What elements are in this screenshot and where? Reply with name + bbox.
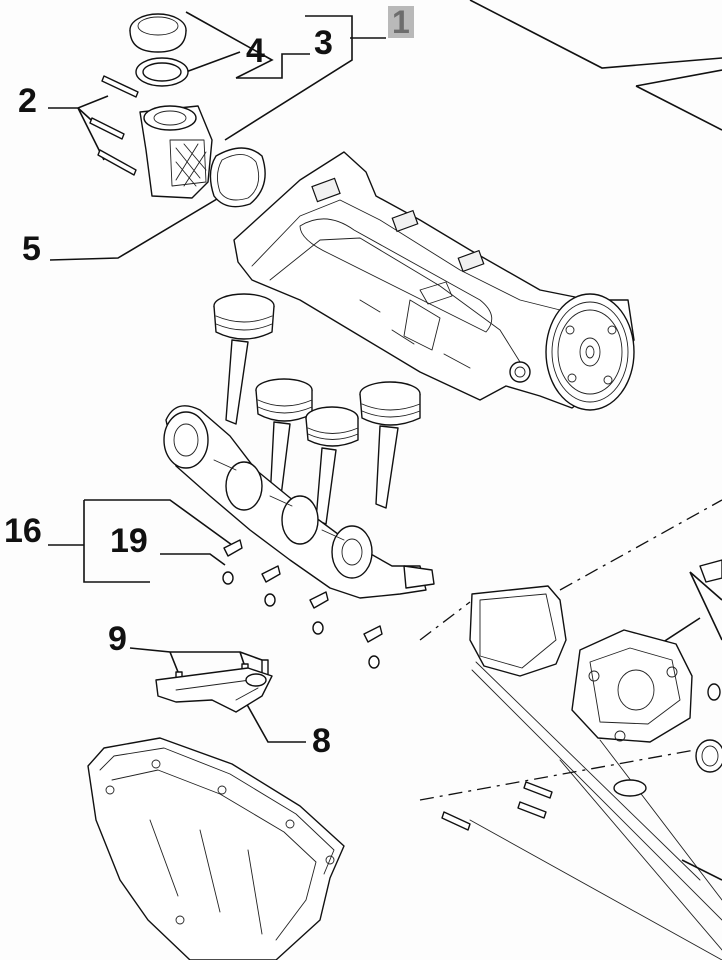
oil-jets-19 bbox=[222, 539, 383, 669]
piston-1 bbox=[213, 293, 275, 425]
bolts-lower-right bbox=[441, 781, 553, 831]
callout-16: 16 bbox=[4, 512, 42, 550]
callout-9: 9 bbox=[108, 620, 127, 658]
piston-3 bbox=[305, 406, 359, 525]
callout-8: 8 bbox=[312, 722, 331, 760]
filler-housing bbox=[139, 105, 213, 199]
bolts-2 bbox=[89, 75, 139, 176]
oil-pan bbox=[87, 737, 345, 960]
oil-pump bbox=[571, 629, 693, 743]
seal-ring bbox=[135, 57, 189, 87]
piston-4 bbox=[359, 381, 421, 509]
oil-filler-cap bbox=[129, 13, 187, 53]
leader-lines bbox=[48, 0, 722, 960]
oil-pickup-bracket-8 bbox=[155, 667, 273, 713]
callout-5: 5 bbox=[22, 230, 41, 268]
piston-2 bbox=[255, 378, 313, 505]
seal-rings-right bbox=[613, 559, 722, 797]
gasket-5 bbox=[209, 147, 266, 208]
callout-19: 19 bbox=[110, 522, 148, 560]
callout-4: 4 bbox=[246, 32, 265, 70]
callout-3: 3 bbox=[314, 24, 333, 62]
cylinder-head bbox=[233, 151, 635, 409]
callout-1: 1 bbox=[388, 6, 414, 38]
front-cover-gasket bbox=[469, 585, 567, 677]
cam-pulley bbox=[545, 293, 635, 411]
callout-2: 2 bbox=[18, 82, 37, 120]
crankshaft bbox=[163, 405, 435, 599]
